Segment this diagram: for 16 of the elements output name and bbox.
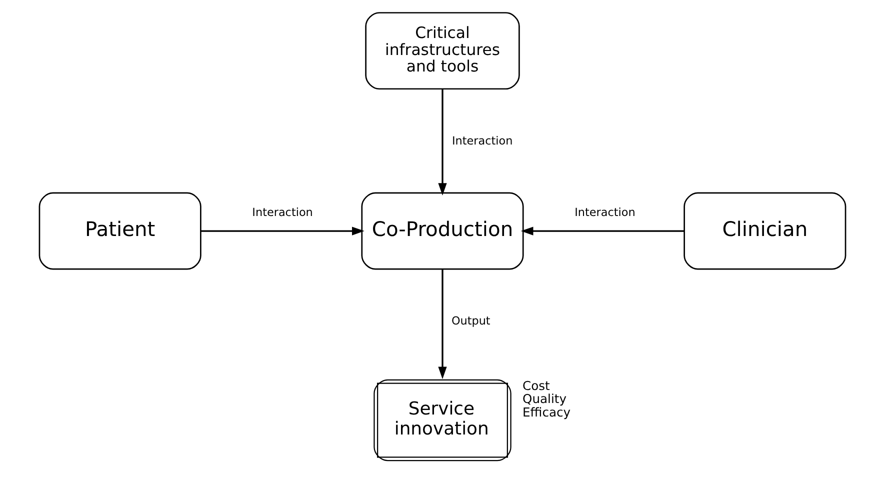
node-box: Co-Production bbox=[360, 192, 524, 270]
node-box: Service innovation bbox=[373, 379, 511, 462]
arrow bbox=[438, 89, 446, 196]
arrow bbox=[438, 269, 446, 380]
node-box: Clinician bbox=[683, 192, 846, 270]
arrow bbox=[520, 226, 684, 236]
node-label: Quality bbox=[522, 392, 566, 406]
arrow bbox=[200, 226, 364, 236]
node-box: Critical infrastructures and tools bbox=[364, 12, 520, 90]
edge-label: Output bbox=[450, 314, 490, 328]
node-box: Patient bbox=[38, 192, 201, 270]
node-label: Cost bbox=[522, 378, 550, 393]
edge-label: Interaction bbox=[452, 134, 512, 148]
node-label: Efficacy bbox=[522, 406, 570, 420]
edge-label: Interaction bbox=[252, 206, 312, 219]
edge-label: Interaction bbox=[574, 206, 635, 219]
